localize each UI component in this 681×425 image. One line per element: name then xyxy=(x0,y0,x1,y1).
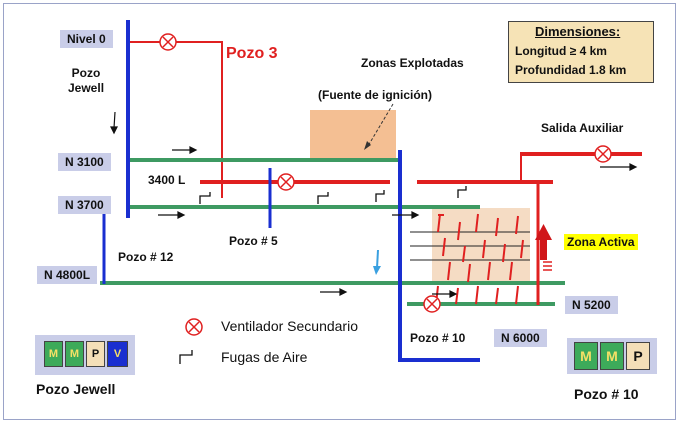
active-zone xyxy=(432,208,530,282)
dimensions-box xyxy=(508,21,654,83)
label-pozo12: Pozo # 12 xyxy=(118,250,174,264)
legend-pozo10-title: Pozo # 10 xyxy=(574,386,639,402)
upward-flow-arrow-head xyxy=(535,224,552,240)
airflow-down-arrow-head xyxy=(373,266,381,275)
legend-jewell-m2: M xyxy=(65,341,84,367)
legend-pozo10-m2: M xyxy=(600,342,624,370)
label-3400l: 3400 L xyxy=(148,173,186,187)
ignition-pointer-head xyxy=(364,141,371,150)
dimensions-profundidad: Profundidad 1.8 km xyxy=(515,63,627,77)
airflow-down-arrow xyxy=(376,249,379,269)
label-zonas-explotadas: Zonas Explotadas xyxy=(361,56,464,70)
label-pozo3: Pozo 3 xyxy=(226,45,278,62)
pozo10-shaft xyxy=(398,150,480,362)
dimensions-longitud: Longitud ≥ 4 km xyxy=(515,44,607,58)
label-pozo5: Pozo # 5 xyxy=(229,234,278,248)
label-zona-activa: Zona Activa xyxy=(564,234,638,250)
secondary-fan-icons xyxy=(159,33,612,336)
legend-ventilador-secundario: Ventilador Secundario xyxy=(221,318,358,334)
label-n4800: N 4800L xyxy=(37,266,98,284)
label-n6000: N 6000 xyxy=(494,329,547,347)
flow-arrows xyxy=(110,111,638,298)
air-leak-symbols xyxy=(179,186,467,364)
upward-flow-arrow-body xyxy=(540,238,547,260)
exploited-zone xyxy=(310,110,396,160)
label-pozo-jewell: Pozo Jewell xyxy=(68,66,105,95)
legend-jewell-title: Pozo Jewell xyxy=(36,381,116,397)
active-zone-ticks xyxy=(435,213,524,305)
label-n3100: N 3100 xyxy=(58,153,111,171)
label-nivel0: Nivel 0 xyxy=(60,30,113,48)
dimensions-title: Dimensiones: xyxy=(535,24,621,39)
diagram-frame xyxy=(3,3,676,420)
legend-jewell-p: P xyxy=(86,341,105,367)
legend-pozo10-m1: M xyxy=(574,342,598,370)
legend-pozo10-p: P xyxy=(626,342,650,370)
label-pozo10: Pozo # 10 xyxy=(410,331,466,345)
legend-jewell-m1: M xyxy=(44,341,63,367)
legend-fugas-aire: Fugas de Aire xyxy=(221,349,308,365)
label-salida-auxiliar: Salida Auxiliar xyxy=(541,121,624,135)
label-fuente-ignicion: (Fuente de ignición) xyxy=(318,88,432,102)
legend-jewell-v: V xyxy=(107,341,128,367)
label-n3700: N 3700 xyxy=(58,196,111,214)
ignition-pointer-arrow xyxy=(367,103,394,147)
riser-ticks xyxy=(543,261,552,271)
label-n5200: N 5200 xyxy=(565,296,618,314)
